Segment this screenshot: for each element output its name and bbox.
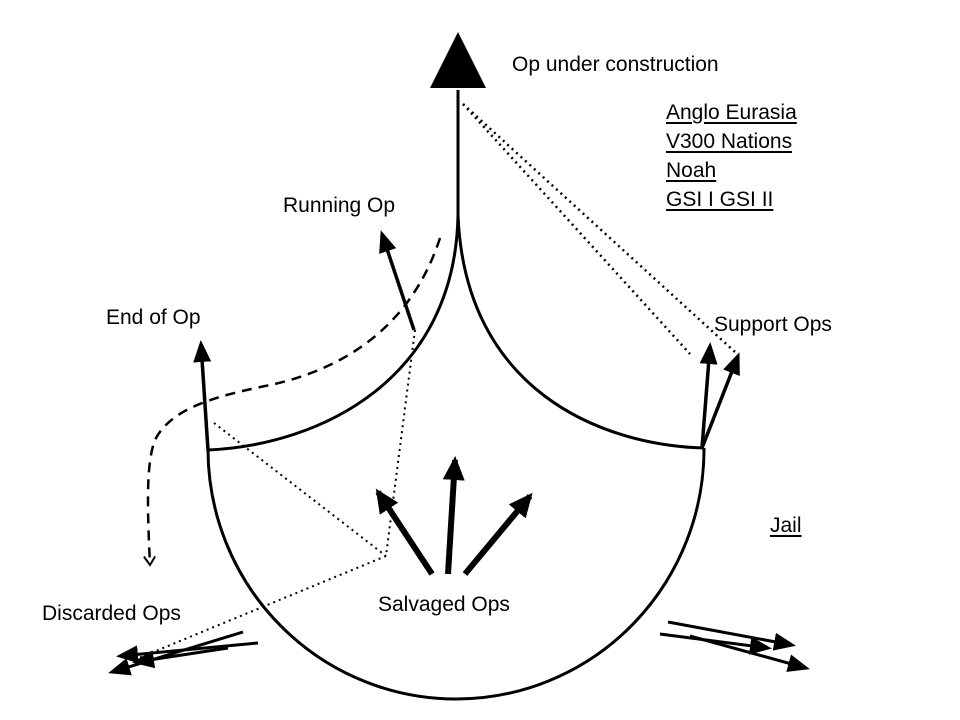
support-dotted-2 xyxy=(462,103,736,353)
jail-arrow-1 xyxy=(667,620,796,651)
support-op-arrow-2 xyxy=(700,352,740,449)
bowl-curve xyxy=(206,447,706,701)
end-of-op-label: End of Op xyxy=(106,306,201,329)
project-link[interactable]: Anglo Eurasia xyxy=(666,101,797,124)
dotted-running-to-salvage xyxy=(385,329,416,557)
left-curve xyxy=(207,214,460,452)
discarded-arrow-3 xyxy=(132,646,229,669)
jail-link[interactable]: Jail xyxy=(770,514,802,537)
discarded-ops-label: Discarded Ops xyxy=(42,602,181,625)
jail-arrow-2 xyxy=(659,632,772,655)
support-op-arrow-1 xyxy=(699,342,718,449)
support-ops-label: Support Ops xyxy=(714,313,832,336)
salvaged-arrow-left xyxy=(375,488,435,576)
jail-arrow-3 xyxy=(689,634,810,672)
running-op-arrow xyxy=(379,230,416,331)
salvaged-ops-label: Salvaged Ops xyxy=(378,593,510,616)
op-under-construction-label: Op under construction xyxy=(512,53,719,76)
running-op-label: Running Op xyxy=(283,194,396,217)
project-list: Anglo Eurasia V300 Nations Noah GSI I GS… xyxy=(666,98,797,214)
discard-dashed-path xyxy=(148,237,442,565)
right-curve xyxy=(456,214,705,450)
salvaged-arrow-right xyxy=(462,492,533,576)
project-link[interactable]: Noah xyxy=(666,159,717,182)
support-dotted-1 xyxy=(462,103,691,355)
project-link[interactable]: GSI I GSI II xyxy=(666,188,774,211)
end-of-op-arrow xyxy=(193,340,212,451)
salvaged-arrow-center xyxy=(442,456,465,575)
construction-arrowhead xyxy=(430,32,486,88)
project-link[interactable]: V300 Nations xyxy=(666,130,793,153)
dotted-end-to-salvage xyxy=(213,422,387,557)
